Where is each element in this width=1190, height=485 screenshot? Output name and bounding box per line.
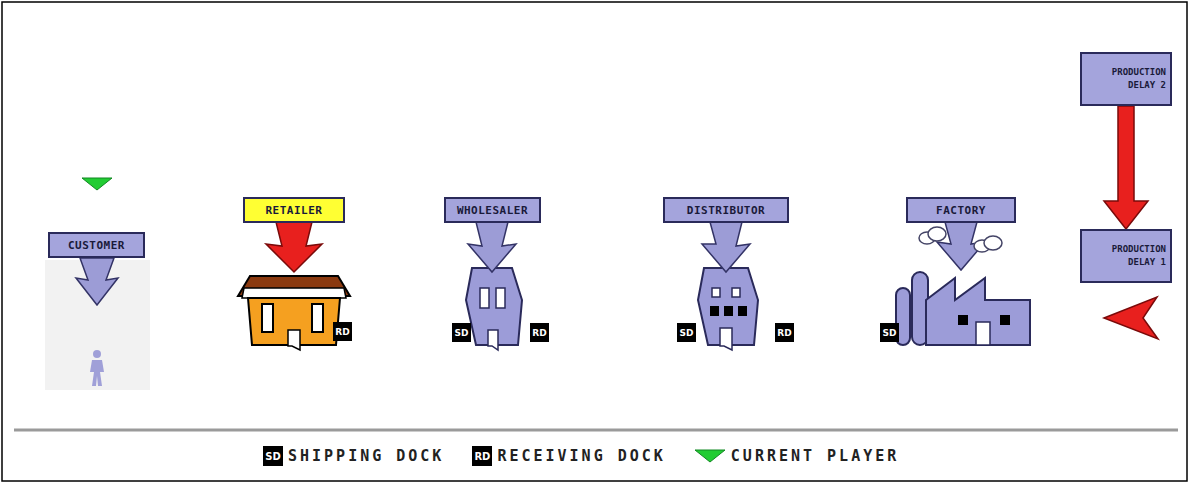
door	[976, 322, 990, 345]
delay-box: PRODUCTION DELAY 1	[1080, 229, 1172, 283]
factory-body	[926, 278, 1030, 345]
dock-badge: SD	[263, 446, 283, 466]
legend-item: SD SHIPPING DOCK	[263, 446, 444, 466]
order-arrow	[76, 258, 118, 305]
window	[738, 306, 747, 316]
legend-text: CURRENT PLAYER	[731, 447, 899, 465]
dock-badge: RD	[333, 322, 352, 341]
node-label: PRODUCTION DELAY 1	[1082, 243, 1170, 270]
legend-item: CURRENT PLAYER	[694, 447, 899, 465]
window	[496, 288, 505, 308]
legend-text: RECEIVING DOCK	[497, 447, 665, 465]
window	[262, 304, 273, 332]
door	[288, 330, 300, 350]
wholesaler-box: WHOLESALER	[444, 197, 541, 223]
dock-badge: SD	[452, 323, 471, 342]
node-label: DISTRIBUTOR	[687, 204, 765, 217]
dock-badge: SD	[880, 323, 899, 342]
door	[488, 330, 498, 350]
window	[958, 315, 968, 325]
production-arrow	[1104, 297, 1158, 339]
separator	[14, 429, 1178, 432]
order-arrow	[702, 222, 750, 272]
retailer-box: RETAILER	[243, 197, 345, 223]
current-player-marker	[82, 178, 112, 190]
order-arrow	[468, 222, 516, 272]
window	[1000, 315, 1010, 325]
window	[724, 306, 733, 316]
current-player-symbol	[694, 448, 726, 464]
node-label: PRODUCTION DELAY 2	[1082, 66, 1170, 93]
flow-arrow	[1104, 106, 1148, 229]
legend: SD SHIPPING DOCK RD RECEIVING DOCK CURRENT P…	[263, 445, 927, 467]
window	[312, 304, 323, 332]
window	[732, 288, 740, 297]
distributor-box: DISTRIBUTOR	[663, 197, 789, 223]
customer-box: CUSTOMER	[48, 232, 145, 258]
door	[720, 328, 732, 350]
window	[480, 288, 489, 308]
window	[710, 306, 719, 316]
customer-figure	[90, 350, 104, 386]
dock-badge: RD	[775, 323, 794, 342]
node-label: RETAILER	[266, 204, 323, 217]
node-label: CUSTOMER	[68, 239, 125, 252]
node-label: WHOLESALER	[457, 204, 528, 217]
smoke	[919, 227, 1002, 252]
delay-box: PRODUCTION DELAY 2	[1080, 52, 1172, 106]
legend-item: RD RECEIVING DOCK	[472, 446, 665, 466]
window	[712, 288, 720, 297]
house-roof	[242, 288, 346, 298]
node-label: FACTORY	[936, 204, 986, 217]
factory-box: FACTORY	[906, 197, 1016, 223]
dock-badge: RD	[472, 446, 492, 466]
dock-badge: SD	[677, 323, 696, 342]
order-arrow	[266, 222, 322, 272]
legend-text: SHIPPING DOCK	[288, 447, 444, 465]
dock-badge: RD	[530, 323, 549, 342]
